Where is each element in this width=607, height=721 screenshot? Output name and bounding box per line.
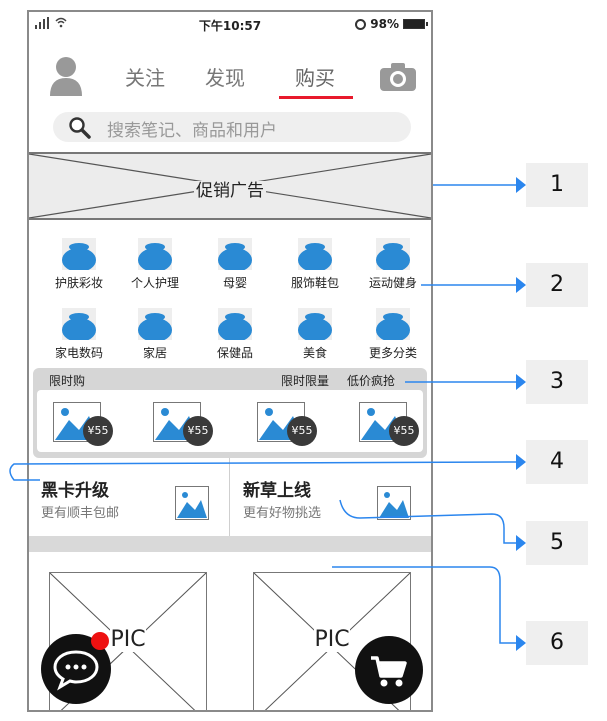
promo-subtitle: 更有顺丰包邮	[41, 506, 120, 521]
category-icon	[62, 238, 96, 270]
annotation-label: 6	[526, 621, 588, 665]
price-badge: ¥55	[183, 416, 213, 446]
category-label: 更多分类	[368, 346, 417, 360]
chat-button[interactable]	[41, 632, 111, 704]
card-pic-label: PIC	[314, 627, 350, 652]
category-item[interactable]: 保健品	[195, 308, 275, 361]
phone-frame: 下午10:57 98% 关注 发现 购买 搜索笔记、商品和用户	[27, 10, 433, 712]
category-label: 保健品	[216, 346, 253, 360]
active-tab-indicator	[279, 96, 353, 99]
category-label: 个人护理	[130, 276, 179, 290]
category-icon	[218, 238, 252, 270]
cart-button[interactable]	[355, 636, 423, 704]
battery-icon	[403, 19, 428, 29]
flash-sale-product[interactable]: ¥55	[359, 398, 419, 446]
price-badge: ¥55	[83, 416, 113, 446]
promo-image-icon	[175, 486, 209, 520]
flash-sale-products: ¥55 ¥55 ¥55 ¥55	[37, 390, 423, 452]
category-icon	[298, 308, 332, 340]
category-icon	[376, 238, 410, 270]
category-item[interactable]: 个人护理	[115, 238, 195, 291]
tab-discover[interactable]: 发现	[205, 66, 245, 90]
category-item[interactable]: 护肤彩妆	[39, 238, 119, 291]
promo-black-card[interactable]: 黑卡升级 更有顺丰包邮	[29, 466, 229, 538]
annotation-label: 5	[526, 521, 588, 565]
category-label: 护肤彩妆	[54, 276, 103, 290]
signal-icon	[35, 17, 49, 29]
rotation-lock-icon	[355, 18, 367, 30]
annotation-label: 2	[526, 263, 588, 307]
promo-divider	[229, 458, 230, 536]
notification-dot	[91, 632, 109, 650]
category-label: 美食	[302, 346, 327, 360]
category-label: 母婴	[222, 276, 247, 290]
promo-subtitle: 更有好物挑选	[243, 506, 322, 521]
search-placeholder: 搜索笔记、商品和用户	[107, 121, 277, 141]
promo-title: 新草上线	[243, 481, 311, 501]
top-nav: 关注 发现 购买	[29, 56, 431, 106]
category-icon	[138, 238, 172, 270]
flash-sale-section: 限时购 限时限量 低价疯抢 ¥55 ¥55 ¥55 ¥55	[33, 368, 427, 458]
category-label: 服饰鞋包	[290, 276, 339, 290]
category-label: 运动健身	[368, 276, 417, 290]
shopping-cart-icon	[371, 656, 407, 687]
chat-bubble-icon	[53, 650, 99, 691]
search-icon	[69, 117, 91, 139]
category-item[interactable]: 运动健身	[353, 238, 431, 291]
tab-follow[interactable]: 关注	[125, 66, 165, 90]
price-badge: ¥55	[287, 416, 317, 446]
status-time: 下午10:57	[198, 19, 262, 33]
promo-new-items[interactable]: 新草上线 更有好物挑选	[231, 466, 431, 538]
promo-banner[interactable]: 促销广告	[29, 152, 431, 220]
banner-label: 促销广告	[194, 181, 266, 201]
promo-title: 黑卡升级	[41, 481, 109, 501]
category-label: 家居	[142, 346, 167, 360]
search-bar[interactable]: 搜索笔记、商品和用户	[53, 112, 411, 142]
category-icon	[138, 308, 172, 340]
tab-buy[interactable]: 购买	[295, 66, 335, 90]
flash-sale-product[interactable]: ¥55	[153, 398, 213, 446]
promo-image-icon	[377, 486, 411, 520]
user-avatar-icon[interactable]	[49, 56, 83, 96]
card-pic-label: PIC	[110, 627, 146, 652]
category-item[interactable]: 美食	[275, 308, 355, 361]
category-icon	[62, 308, 96, 340]
flash-sale-product[interactable]: ¥55	[257, 398, 317, 446]
flash-sale-tag-lowprice[interactable]: 低价疯抢	[347, 374, 396, 388]
annotation-label: 3	[526, 360, 588, 404]
flash-sale-product[interactable]: ¥55	[53, 398, 113, 446]
category-item[interactable]: 家电数码	[39, 308, 119, 361]
category-icon	[298, 238, 332, 270]
annotation-label: 4	[526, 440, 588, 484]
category-item[interactable]: 家居	[115, 308, 195, 361]
category-item[interactable]: 服饰鞋包	[275, 238, 355, 291]
wifi-icon	[55, 17, 67, 28]
battery-percent: 98%	[370, 17, 399, 31]
annotation-label: 1	[526, 163, 588, 207]
price-badge: ¥55	[389, 416, 419, 446]
flash-sale-tag-limited[interactable]: 限时限量	[281, 374, 330, 388]
category-label: 家电数码	[54, 346, 103, 360]
category-item[interactable]: 更多分类	[353, 308, 431, 361]
category-icon	[376, 308, 410, 340]
section-separator	[29, 536, 431, 552]
status-bar: 下午10:57 98%	[29, 12, 431, 36]
camera-icon[interactable]	[379, 62, 417, 92]
category-item[interactable]: 母婴	[195, 238, 275, 291]
flash-sale-title: 限时购	[49, 374, 86, 388]
category-icon	[218, 308, 252, 340]
